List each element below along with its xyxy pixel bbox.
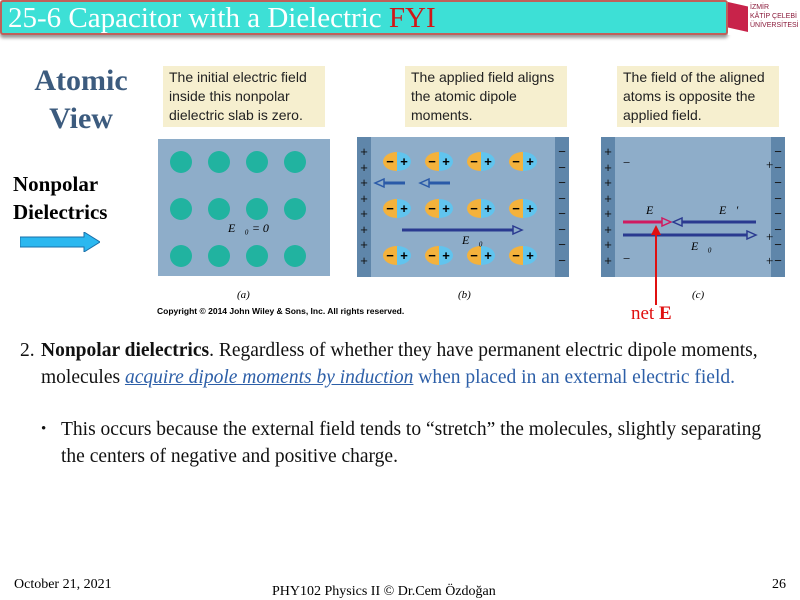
eprime-label: E⃗′	[719, 203, 739, 217]
panel-c: + + + + + + + +− − − − − − − −−+−+−+E⃗E⃗…	[601, 137, 785, 277]
e-label: E⃗	[646, 203, 663, 217]
induced-field-arrow	[418, 177, 450, 189]
atom	[284, 198, 306, 220]
atomic-view-heading: Atomic View	[34, 64, 128, 135]
dipole-negative: −	[425, 152, 439, 171]
applied-field-arrow	[623, 229, 758, 241]
bullet-item: • This occurs because the external field…	[41, 416, 781, 470]
atom	[170, 198, 192, 220]
dipole-positive: +	[523, 199, 537, 218]
dipole: −+	[425, 246, 453, 265]
applied-field-arrow	[402, 224, 524, 236]
title-bar: 25-6 Capacitor with a Dielectric FYI	[0, 0, 728, 35]
dipole-negative: −	[425, 199, 439, 218]
atom	[246, 198, 268, 220]
net-e-pointer-arrow	[651, 225, 661, 305]
atom	[208, 151, 230, 173]
atom	[208, 198, 230, 220]
label-c: (c)	[692, 289, 705, 301]
dipole-positive: +	[397, 199, 411, 218]
net-e-label: net E	[631, 303, 672, 324]
induction-link[interactable]: acquire dipole moments by induction	[124, 367, 414, 388]
bullet-icon: •	[41, 421, 47, 437]
atom	[170, 151, 192, 173]
right-arrow-icon	[20, 232, 100, 252]
dipole-positive: +	[439, 152, 453, 171]
atom	[284, 151, 306, 173]
dipole-negative: −	[467, 199, 481, 218]
point-2: 2. Nonpolar dielectrics. Regardless of w…	[20, 340, 758, 388]
dipole-negative: −	[383, 246, 397, 265]
surface-positive-charge: +	[766, 157, 774, 172]
footer-course: PHY102 Physics II © Dr.Cem Özdoğan	[272, 584, 496, 599]
slide-title: 25-6 Capacitor with a Dielectric FYI	[8, 2, 436, 34]
panel-b: + + + + + + + +− − − − − − − −−+−+−+−+−+…	[357, 137, 569, 277]
caption-c: The field of the aligned atoms is opposi…	[617, 66, 779, 127]
dipole: −+	[467, 199, 495, 218]
dipole: −+	[425, 199, 453, 218]
dipole-positive: +	[481, 199, 495, 218]
surface-negative-charge: −	[623, 251, 631, 266]
surface-negative-charge: −	[623, 155, 631, 170]
atom	[170, 245, 192, 267]
e0-label: E⃗₀	[691, 239, 712, 253]
caption-b: The applied field aligns the atomic dipo…	[405, 66, 567, 127]
atom	[246, 151, 268, 173]
dipole: −+	[425, 152, 453, 171]
copyright: Copyright © 2014 John Wiley & Sons, Inc.…	[157, 306, 405, 316]
dipole-positive: +	[439, 199, 453, 218]
dipole-negative: −	[467, 246, 481, 265]
atom	[284, 245, 306, 267]
negative-plate: − − − − − − − −	[771, 137, 785, 277]
surface-positive-charge: +	[766, 253, 774, 268]
dipole: −+	[509, 199, 537, 218]
e0-zero-label: E⃗₀ = 0	[228, 221, 269, 235]
dipole-positive: +	[397, 246, 411, 265]
page-number: 26	[772, 577, 786, 592]
dipole-positive: +	[397, 152, 411, 171]
surface-positive-charge: +	[766, 229, 774, 244]
quill-icon	[728, 2, 748, 32]
e0-label: E⃗₀	[462, 233, 483, 247]
nonpolar-dielectrics-label: Nonpolar Dielectrics	[13, 172, 108, 224]
dipole-negative: −	[425, 246, 439, 265]
dipole: −+	[509, 152, 537, 171]
dipole-positive: +	[523, 152, 537, 171]
dipole-negative: −	[509, 199, 523, 218]
dipole-positive: +	[481, 152, 495, 171]
dipole-negative: −	[383, 199, 397, 218]
negative-plate: − − − − − − − −	[555, 137, 569, 277]
panel-a: E⃗₀ = 0	[158, 139, 330, 276]
induced-field-arrow	[373, 177, 405, 189]
caption-a: The initial electric field inside this n…	[163, 66, 325, 127]
positive-plate: + + + + + + + +	[357, 137, 371, 277]
dipole-negative: −	[383, 152, 397, 171]
footer-date: October 21, 2021	[14, 577, 112, 592]
dipole-positive: +	[439, 246, 453, 265]
dipole-positive: +	[481, 246, 495, 265]
dipole-negative: −	[467, 152, 481, 171]
dipole: −+	[383, 246, 411, 265]
net-field-arrow	[623, 216, 673, 228]
label-b: (b)	[458, 289, 471, 301]
label-a: (a)	[237, 289, 250, 301]
dipole-positive: +	[523, 246, 537, 265]
positive-plate: + + + + + + + +	[601, 137, 615, 277]
atom	[246, 245, 268, 267]
dipole: −+	[383, 199, 411, 218]
dipole: −+	[509, 246, 537, 265]
dipole-field-arrow	[671, 216, 756, 228]
dipole: −+	[467, 246, 495, 265]
atom	[208, 245, 230, 267]
dipole-negative: −	[509, 246, 523, 265]
dipole: −+	[467, 152, 495, 171]
dipole: −+	[383, 152, 411, 171]
dipole-negative: −	[509, 152, 523, 171]
